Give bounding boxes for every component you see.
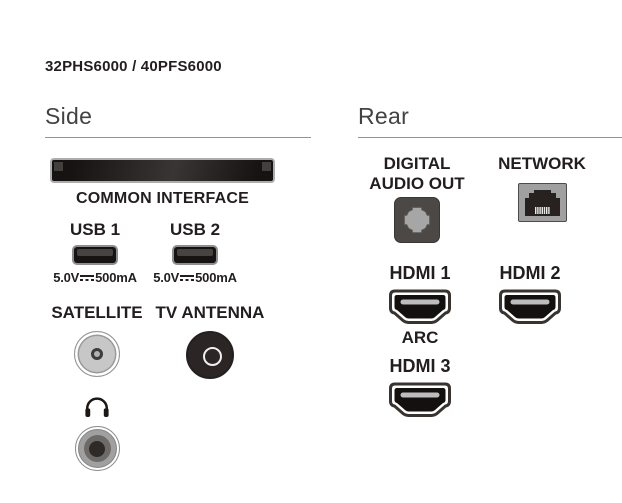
rear-heading: Rear xyxy=(358,103,410,129)
usb1-group: USB 1 5.0V 500mA xyxy=(45,220,145,285)
dc-symbol-icon xyxy=(180,274,195,282)
side-heading: Side xyxy=(45,103,93,129)
satellite-group: SATELLITE xyxy=(45,303,149,379)
usb-port-icon xyxy=(72,245,118,265)
optical-port-icon xyxy=(394,197,440,244)
common-interface-label: COMMON INTERFACE xyxy=(76,190,249,207)
hdmi-row-2: HDMI 3 xyxy=(358,356,622,418)
usb2-voltage: 5.0V xyxy=(153,270,180,285)
rear-section: Rear DIGITAL AUDIO OUT NETWORK xyxy=(358,103,622,418)
satellite-port-pin xyxy=(91,348,103,360)
side-section: Side COMMON INTERFACE USB 1 5.0V 500mA US… xyxy=(45,103,311,471)
usb2-label: USB 2 xyxy=(169,220,221,239)
satellite-port-icon xyxy=(74,331,120,377)
digital-audio-out-label: DIGITAL AUDIO OUT xyxy=(369,154,465,194)
hdmi1-group: HDMI 1 ARC xyxy=(358,263,482,348)
toslink-shape xyxy=(403,206,431,234)
usb2-group: USB 2 5.0V 500mA xyxy=(145,220,245,285)
rj45-shape xyxy=(524,190,560,216)
satellite-label: SATELLITE xyxy=(51,303,143,322)
hdmi-port-icon xyxy=(498,289,562,325)
ethernet-port-icon xyxy=(517,183,567,222)
usb1-current: 500mA xyxy=(95,270,137,285)
network-group: NETWORK xyxy=(482,154,602,222)
usb1-voltage: 5.0V xyxy=(53,270,80,285)
headphones-icon xyxy=(85,397,109,417)
common-interface-slot-icon xyxy=(50,158,275,183)
antenna-row: SATELLITE TV ANTENNA xyxy=(45,303,311,379)
hdmi-row-1: HDMI 1 ARC HDMI 2 xyxy=(358,263,622,348)
rear-heading-rule xyxy=(358,137,622,138)
audio-network-row: DIGITAL AUDIO OUT NETWORK xyxy=(358,154,622,244)
tv-antenna-label: TV ANTENNA xyxy=(155,303,265,322)
tv-antenna-group: TV ANTENNA xyxy=(149,303,271,379)
usb-port-icon xyxy=(172,245,218,265)
network-label: NETWORK xyxy=(498,154,586,173)
hdmi-port-icon xyxy=(388,382,452,418)
model-title: 32PHS6000 / 40PFS6000 xyxy=(45,58,222,75)
usb-row: USB 1 5.0V 500mA USB 2 5.0V 500mA xyxy=(45,220,311,285)
digital-audio-out-group: DIGITAL AUDIO OUT xyxy=(358,154,476,244)
hdmi-port-icon xyxy=(388,289,452,325)
usb1-label: USB 1 xyxy=(69,220,121,239)
usb1-rating: 5.0V 500mA xyxy=(53,270,137,285)
common-interface-group: COMMON INTERFACE xyxy=(48,158,277,208)
dc-symbol-icon xyxy=(80,274,95,282)
hdmi3-label: HDMI 3 xyxy=(389,356,451,377)
usb2-current: 500mA xyxy=(195,270,237,285)
hdmi3-group: HDMI 3 xyxy=(358,356,482,418)
hdmi2-label: HDMI 2 xyxy=(499,263,561,284)
side-heading-rule xyxy=(45,137,311,138)
headphone-jack-icon xyxy=(74,426,120,471)
coax-port-icon xyxy=(186,331,234,379)
headphone-group xyxy=(45,395,149,471)
arc-label: ARC xyxy=(401,328,439,348)
hdmi2-group: HDMI 2 xyxy=(482,263,578,348)
coax-port-pin xyxy=(202,347,222,366)
usb2-rating: 5.0V 500mA xyxy=(153,270,237,285)
hdmi1-label: HDMI 1 xyxy=(389,263,451,284)
